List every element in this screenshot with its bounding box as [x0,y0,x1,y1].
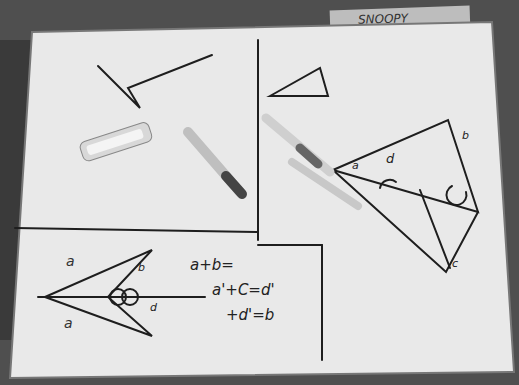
drawn-lines [15,40,478,360]
whiteboard [10,22,514,378]
angle-letter: a [352,160,359,171]
equation-text: a+b= [190,258,234,273]
angle-letter: d [150,302,157,313]
angle-letter: d [386,152,394,165]
angle-letter: a [66,254,75,268]
box-lettering: SNOOPY [358,12,408,26]
markers [188,118,358,206]
angle-letter: b [138,262,145,273]
angle-letter: a [64,316,73,330]
angle-letter: b [462,130,469,141]
equation-text: +d'=b [226,308,274,323]
equation-text: a'+C=d' [212,283,275,298]
angle-letter: c [452,258,458,269]
eraser [79,121,154,162]
